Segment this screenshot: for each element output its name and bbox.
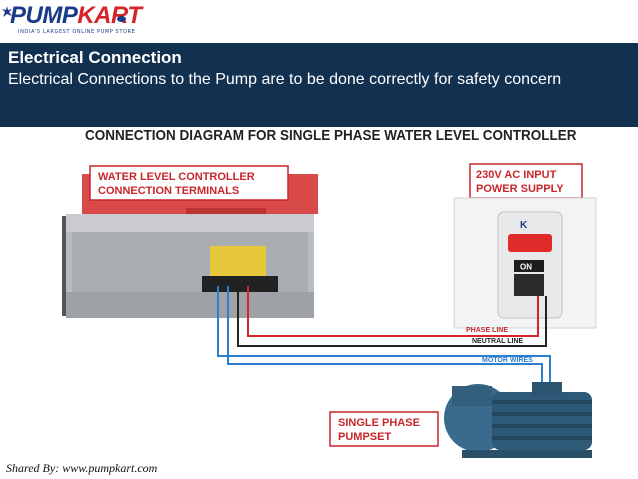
controller-label-box: WATER LEVEL CONTROLLER CONNECTION TERMIN… bbox=[89, 165, 289, 201]
banner-body: Electrical Connections to the Pump are t… bbox=[8, 71, 562, 88]
logo-tagline: INDIA'S LARGEST ONLINE PUMP STORE bbox=[18, 29, 136, 35]
pump-label-line2: PUMPSET bbox=[338, 431, 391, 443]
power-supply-label-box: 230V AC INPUT POWER SUPPLY bbox=[469, 163, 583, 199]
pumpset-image bbox=[444, 382, 592, 458]
wiring bbox=[217, 286, 551, 384]
power-switch: ON K bbox=[453, 197, 597, 329]
neutral-line-label: NEUTRAL LINE bbox=[472, 338, 524, 345]
pumpkart-logo[interactable]: PUMPKART INDIA'S LARGEST ONLINE PUMP STO… bbox=[2, 2, 142, 40]
diagram-title: CONNECTION DIAGRAM FOR SINGLE PHASE WATE… bbox=[85, 127, 577, 144]
controller-label-strip bbox=[186, 208, 266, 214]
power-label-line1: 230V AC INPUT bbox=[476, 169, 557, 181]
pump-label-line1: SINGLE PHASE bbox=[338, 417, 420, 429]
motor-wires-label: MOTOR WIRES bbox=[482, 357, 533, 364]
logo-wordmark: PUMPKART bbox=[10, 2, 142, 29]
logo-badge-icon bbox=[117, 16, 126, 22]
svg-text:K: K bbox=[520, 220, 528, 231]
switch-on-text: ON bbox=[520, 263, 532, 272]
controller-label-line1: WATER LEVEL CONTROLLER bbox=[98, 171, 255, 183]
shared-by-credit: Shared By: www.pumpkart.com bbox=[6, 461, 158, 475]
controller-label-line2: CONNECTION TERMINALS bbox=[98, 185, 239, 197]
pump-label-box: SINGLE PHASE PUMPSET bbox=[329, 411, 439, 447]
banner-title: Electrical Connection bbox=[8, 48, 182, 67]
power-label-line2: POWER SUPPLY bbox=[476, 183, 564, 195]
connection-diagram: WATER LEVEL CONTROLLER CONNECTION TERMIN… bbox=[62, 163, 597, 458]
phase-line-label: PHASE LINE bbox=[466, 327, 508, 334]
controller-panel bbox=[62, 214, 314, 318]
spark-icon bbox=[2, 6, 12, 17]
header-banner: Electrical Connection Electrical Connect… bbox=[0, 43, 638, 127]
